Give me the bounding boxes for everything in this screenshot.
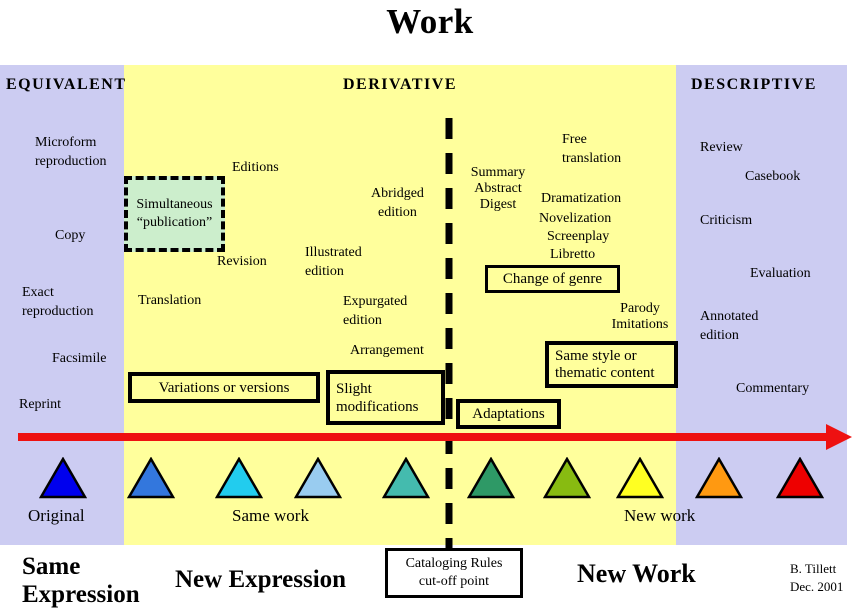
- triangle-same-work-1: [127, 457, 175, 499]
- label-commentary: Commentary: [736, 381, 810, 396]
- triangle-same-work-4: [382, 457, 430, 499]
- triangle-shape: [39, 457, 87, 499]
- triangle-original: [39, 457, 87, 499]
- triangle-shape: [695, 457, 743, 499]
- label-microform-reproduction: Microform reproduction: [35, 135, 107, 169]
- box-variations-or-versions: Variations or versions: [128, 372, 320, 403]
- label-expurgated-edition: Expurgated edition: [343, 294, 408, 328]
- label-summary-abstract-digest: Summary Abstract Digest: [470, 165, 526, 212]
- triangle-shape: [616, 457, 664, 499]
- triangle-shape: [776, 457, 824, 499]
- triangle-new-work-5: [776, 457, 824, 499]
- label-copy: Copy: [55, 228, 86, 243]
- label-novelization: Novelization: [539, 211, 612, 226]
- descriptive-header: DESCRIPTIVE: [691, 76, 817, 93]
- label-screenplay: Screenplay: [547, 229, 610, 244]
- triangle-shape: [382, 457, 430, 499]
- label-revision: Revision: [217, 254, 267, 269]
- axis-label-same-work: Same work: [232, 506, 309, 525]
- descriptive-band: [676, 65, 847, 545]
- label-annotated-edition: Annotated edition: [700, 309, 759, 343]
- author-credit: B. Tillett Dec. 2001: [790, 561, 844, 594]
- label-editions: Editions: [232, 160, 279, 175]
- page-title: Work: [386, 2, 474, 41]
- continuum-arrow-head: [826, 424, 852, 450]
- box-same-style-or-thematic-content: Same style or thematic content: [545, 341, 678, 388]
- triangle-new-work-4: [695, 457, 743, 499]
- box-slight-modifications: Slight modifications: [326, 370, 445, 425]
- triangle-shape: [127, 457, 175, 499]
- triangle-same-work-2: [215, 457, 263, 499]
- continuum-arrow-shaft: [18, 433, 828, 441]
- label-parody-imitations: Parody Imitations: [611, 301, 669, 332]
- label-translation: Translation: [138, 293, 202, 308]
- triangle-shape: [467, 457, 515, 499]
- equivalent-header: EQUIVALENT: [6, 76, 127, 93]
- label-arrangement: Arrangement: [350, 343, 424, 358]
- derivative-band: [124, 65, 676, 545]
- label-dramatization: Dramatization: [541, 191, 622, 206]
- triangle-shape: [215, 457, 263, 499]
- label-casebook: Casebook: [745, 169, 801, 184]
- label-illustrated-edition: Illustrated edition: [305, 245, 362, 279]
- cutoff-dashed-line: [445, 118, 453, 548]
- label-criticism: Criticism: [700, 213, 753, 228]
- triangle-shape: [543, 457, 591, 499]
- box-adaptations: Adaptations: [456, 399, 561, 429]
- label-free-translation: Free translation: [562, 132, 622, 166]
- label-facsimile: Facsimile: [52, 351, 107, 366]
- label-abridged-edition: Abridged edition: [371, 186, 424, 220]
- triangle-new-work-2: [543, 457, 591, 499]
- triangle-new-work-3: [616, 457, 664, 499]
- label-evaluation: Evaluation: [750, 266, 811, 281]
- label-reprint: Reprint: [19, 397, 61, 412]
- box-cataloging-rules-cutoff: Cataloging Rules cut-off point: [385, 548, 523, 598]
- triangle-new-work-1: [467, 457, 515, 499]
- label-libretto: Libretto: [550, 247, 596, 262]
- box-change-of-genre: Change of genre: [485, 265, 620, 293]
- axis-label-original: Original: [28, 506, 85, 525]
- triangle-same-work-3: [294, 457, 342, 499]
- triangle-shape: [294, 457, 342, 499]
- zone-new-expression: New Expression: [175, 566, 347, 593]
- zone-new-work: New Work: [577, 559, 696, 588]
- label-exact-reproduction: Exact reproduction: [22, 285, 94, 319]
- label-review: Review: [700, 140, 743, 155]
- zone-same-expression: Same Expression: [22, 553, 140, 608]
- derivative-header: DERIVATIVE: [343, 76, 457, 93]
- axis-label-new-work: New work: [624, 506, 696, 525]
- box-simultaneous-publication: Simultaneous “publication”: [124, 176, 225, 252]
